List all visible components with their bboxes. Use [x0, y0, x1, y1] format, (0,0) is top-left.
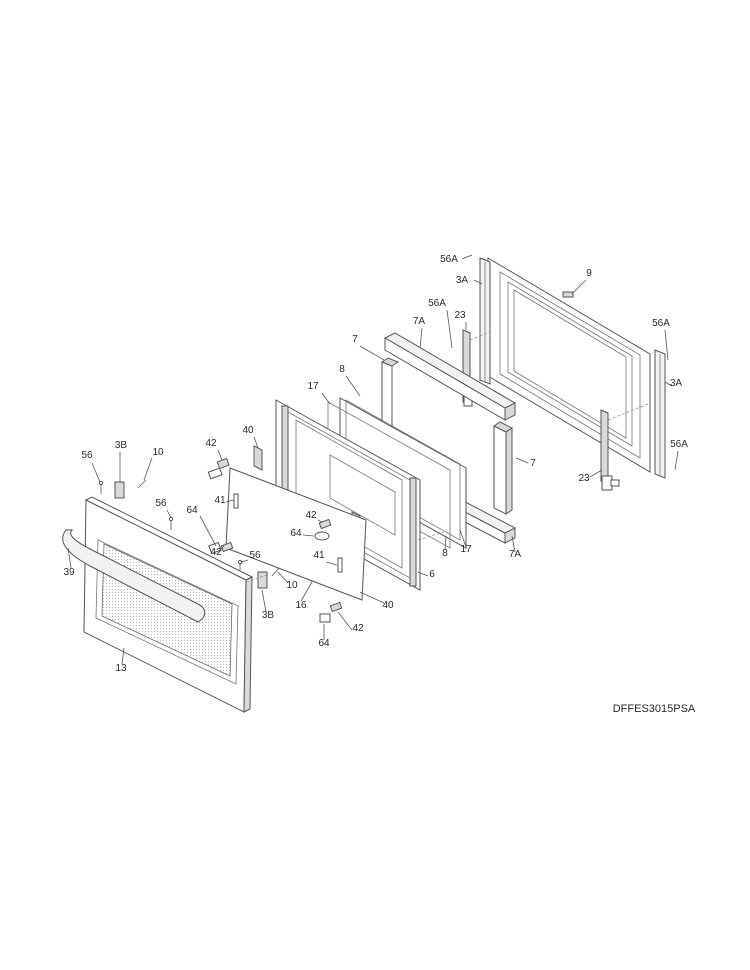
insulation-block-left: [380, 357, 400, 433]
callout-3b-left: 3B: [115, 440, 128, 451]
oven-frame: [487, 257, 651, 473]
callout-17-top: 17: [307, 381, 319, 392]
callout-56a-right: 56A: [652, 318, 670, 329]
clip-41-top: [233, 493, 239, 509]
callout-16: 16: [295, 600, 307, 611]
screw-56-mid: [168, 516, 174, 530]
callout-7a-top: 7A: [413, 316, 426, 327]
callout-3b-right: 3B: [262, 610, 275, 621]
callout-56a-mid: 56A: [428, 298, 446, 309]
callout-13: 13: [115, 663, 127, 674]
callout-9: 9: [586, 268, 592, 279]
bracket-3B-right: [257, 571, 268, 589]
callout-23-top: 23: [454, 310, 466, 321]
alignment-line: [417, 531, 445, 541]
callout-40-top: 40: [242, 425, 254, 436]
callout-41-mid: 41: [313, 550, 325, 561]
callout-10-left: 10: [152, 447, 164, 458]
callout-41-top: 41: [214, 495, 226, 506]
callout-39: 39: [63, 567, 75, 578]
callout-6: 6: [429, 569, 435, 580]
inner-glass-panel: [225, 467, 367, 601]
callout-7a-bottom: 7A: [509, 549, 522, 560]
diagram-code: DFFES3015PSA: [613, 703, 696, 715]
callout-42-top: 42: [205, 438, 217, 449]
spring-10-left: [137, 479, 147, 489]
spring-10-right: [271, 567, 280, 577]
insulation-strip-top: [383, 332, 517, 421]
callout-42-low: 42: [210, 547, 222, 558]
alignment-line: [469, 331, 491, 341]
pad-64-top: [207, 467, 223, 480]
leader-lines: [67, 254, 679, 665]
door-handle: [62, 529, 206, 623]
side-trim-left: [479, 257, 491, 385]
callout-3a-top: 3A: [456, 275, 469, 286]
clip-41-mid: [337, 557, 343, 573]
pad-64-mid: [314, 531, 330, 541]
callout-10-right: 10: [286, 580, 298, 591]
callout-23-bottom: 23: [578, 473, 590, 484]
side-trim-right: [654, 349, 666, 479]
pad-64-bottom: [319, 613, 331, 623]
alignment-line: [607, 403, 649, 421]
callout-40-bottom: 40: [382, 600, 394, 611]
callout-17-bottom: 17: [460, 544, 472, 555]
bracket-3B-left: [114, 481, 125, 499]
callout-7-right: 7: [530, 458, 536, 469]
clip-42-top: [216, 457, 230, 470]
callout-8-bottom: 8: [442, 548, 448, 559]
callout-56-mid: 56: [155, 498, 167, 509]
clip-42-mid: [318, 518, 332, 530]
hinge-lower: [600, 409, 620, 491]
inner-door-frame: [275, 399, 421, 591]
callout-56a-top: 56A: [440, 254, 458, 265]
pad-64-low: [208, 541, 222, 555]
callout-64-bottom: 64: [318, 638, 330, 649]
alignment-line: [245, 573, 271, 583]
callout-56a-low: 56A: [670, 439, 688, 450]
callout-64-mid: 64: [290, 528, 302, 539]
clip-42-low: [220, 541, 234, 553]
callout-42-mid: 42: [305, 510, 317, 521]
callout-3a-right: 3A: [670, 378, 683, 389]
callout-64-top: 64: [186, 505, 198, 516]
callout-56-low: 56: [249, 550, 261, 561]
door-bracket-top: [253, 445, 263, 471]
callout-8-top: 8: [339, 364, 345, 375]
callout-42-bottom: 42: [352, 623, 364, 634]
clip-42-bottom: [329, 601, 343, 613]
screw-56-left: [98, 480, 104, 494]
callout-7-top: 7: [352, 334, 358, 345]
callout-56-left: 56: [81, 450, 93, 461]
insulation-block-right: [493, 421, 513, 515]
